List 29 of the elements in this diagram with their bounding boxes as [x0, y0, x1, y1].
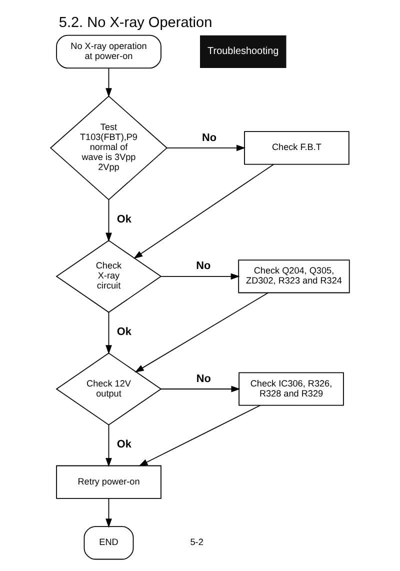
arrow — [166, 144, 246, 152]
arrow — [134, 292, 268, 373]
node-diamond: Test T103(FBT),P9 normal of wave is 3Vpp 2Vpp — [50, 96, 168, 200]
edge-label: No — [196, 260, 211, 272]
arrow — [106, 312, 112, 354]
label: Troubleshooting — [208, 46, 279, 58]
node-box: No X-ray operation at power-on — [56, 34, 162, 68]
label: 5-2 — [190, 537, 204, 548]
arrow — [106, 498, 112, 528]
node-diamond: Check 12V output — [56, 352, 162, 426]
arrow — [106, 200, 112, 242]
edge-label: Ok — [116, 213, 132, 226]
node-box: Check F.B.T — [244, 131, 350, 165]
node-box: Retry power-on — [56, 465, 162, 499]
node-diamond: Check X-ray circuit — [56, 240, 162, 313]
edge-label: Ok — [116, 326, 132, 338]
arrow — [138, 404, 261, 466]
arrow — [106, 424, 112, 468]
edge-label: No — [202, 132, 217, 144]
diagram-title: 5.2. No X-ray Operation — [58, 14, 212, 31]
arrow — [160, 386, 240, 392]
arrow — [134, 164, 274, 259]
arrow — [160, 273, 240, 280]
node-box: Check Q204, Q305, ZD302, R323 and R324 — [238, 260, 350, 294]
edge-label: Ok — [116, 438, 132, 451]
node-box: Check IC306, R326, R328 and R329 — [238, 372, 344, 406]
node-box: END — [84, 526, 134, 560]
arrow — [106, 68, 112, 98]
edge-label: No — [196, 372, 211, 385]
